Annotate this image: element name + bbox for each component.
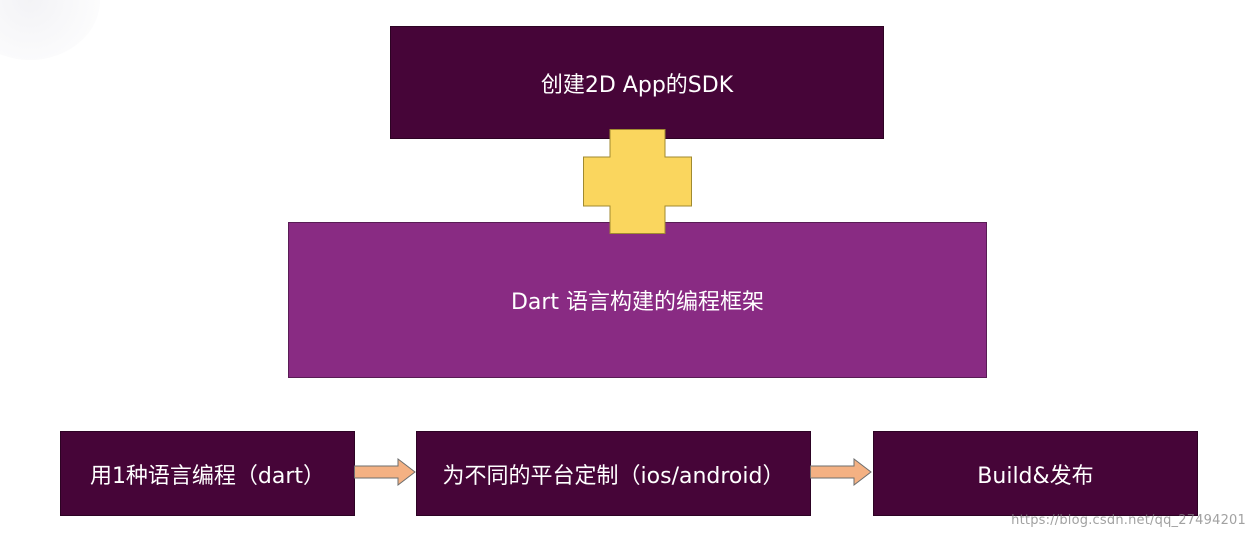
step-build-publish-label: Build&发布 xyxy=(977,463,1094,489)
step-build-publish: Build&发布 xyxy=(873,431,1198,516)
right-arrow-icon xyxy=(354,458,416,486)
step-program-dart: 用1种语言编程（dart） xyxy=(60,431,355,516)
step-platform-customize-label: 为不同的平台定制（ios/android） xyxy=(442,463,785,489)
background-decoration xyxy=(0,0,100,60)
watermark-text: https://blog.csdn.net/qq_27494201 xyxy=(1011,513,1246,528)
step-program-dart-label: 用1种语言编程（dart） xyxy=(89,463,326,489)
right-arrow-icon xyxy=(810,458,872,486)
framework-box-label: Dart 语言构建的编程框架 xyxy=(510,290,765,315)
step-platform-customize: 为不同的平台定制（ios/android） xyxy=(416,431,811,516)
framework-box: Dart 语言构建的编程框架 xyxy=(288,222,987,378)
sdk-box-label: 创建2D App的SDK xyxy=(540,72,734,98)
sdk-box: 创建2D App的SDK xyxy=(390,26,884,139)
plus-icon xyxy=(583,129,692,234)
